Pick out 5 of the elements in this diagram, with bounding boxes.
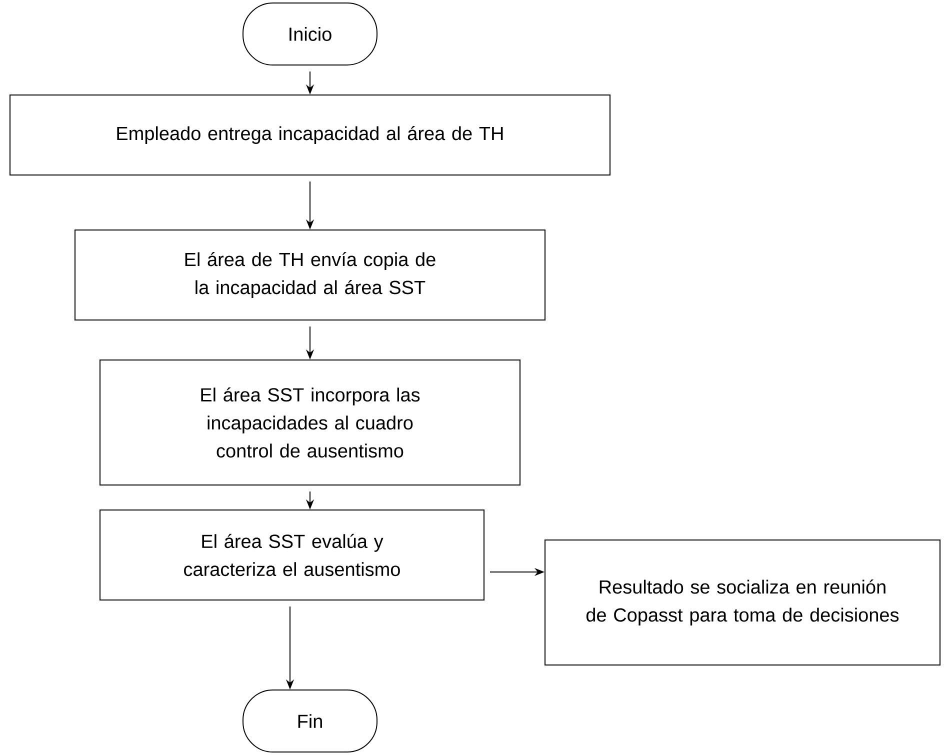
process-box: Empleado entrega incapacidad al área de TH bbox=[10, 94, 610, 176]
process-box: Resultado se socializa en reunión de Copasst para toma de decisiones bbox=[544, 540, 941, 666]
process-box: El área SST evalúa y caracteriza el ausentismo bbox=[100, 510, 484, 600]
process-box: El área de TH envía copia de la incapacidad al área SST bbox=[74, 230, 546, 320]
process-box: El área SST incorpora las incapacidades al cuadro control de ausentismo bbox=[100, 360, 520, 486]
